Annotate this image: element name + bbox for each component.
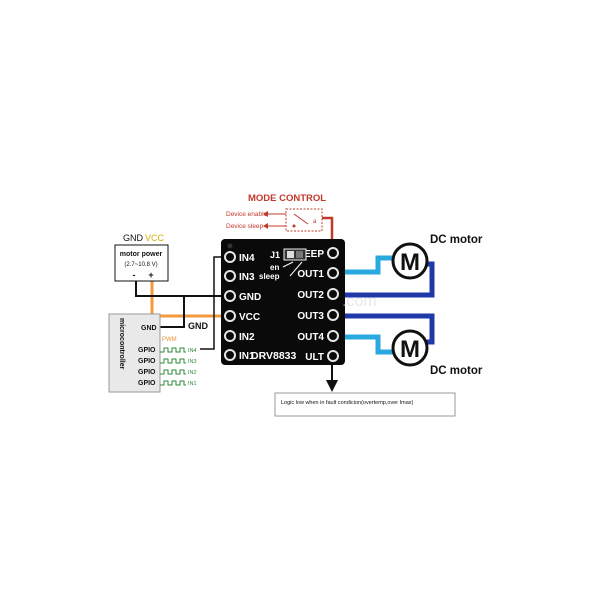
power-plus-terminal: + bbox=[148, 270, 153, 280]
power-gnd-label: GND bbox=[123, 233, 144, 243]
mcu-gpio-2: GPIO bbox=[138, 358, 156, 365]
jumper-en-label: en bbox=[270, 263, 279, 272]
pin-label-right-4: OUT3 bbox=[297, 311, 324, 322]
signal-in2: IN2 bbox=[188, 370, 197, 376]
out1-wire bbox=[342, 255, 396, 275]
mcu-gnd-wire bbox=[160, 296, 185, 328]
motor-1-label: DC motor bbox=[430, 234, 483, 246]
pwm-wave-in1 bbox=[160, 380, 186, 386]
mode-control-title: MODE CONTROL bbox=[248, 193, 326, 204]
left-pin-hole bbox=[224, 251, 236, 263]
jumper-sleep-label: sleep bbox=[259, 272, 280, 281]
mode-switch-box bbox=[285, 208, 323, 232]
pin-label-right-2: OUT1 bbox=[297, 269, 324, 280]
motor-1-symbol: M bbox=[400, 249, 420, 276]
motor-power-box bbox=[114, 244, 169, 282]
fault-note-text: Logic low when in fault condicion(overte… bbox=[281, 400, 414, 406]
right-pin-header bbox=[327, 247, 339, 362]
in4-wire bbox=[200, 256, 222, 350]
device-enable-label: Device enable bbox=[226, 211, 268, 218]
motor-2-label: DC motor bbox=[430, 365, 483, 377]
jumper-j1-pin-right bbox=[296, 251, 303, 258]
left-pin-hole bbox=[224, 270, 236, 282]
microcontroller-title: microcontroller bbox=[118, 318, 125, 370]
pin-label-right-6: ULT bbox=[305, 352, 324, 363]
right-pin-hole bbox=[327, 350, 339, 362]
jumper-sleep-arrow bbox=[289, 261, 303, 277]
vcc-power-wire bbox=[150, 280, 222, 318]
left-pin-hole bbox=[224, 290, 236, 302]
mode-switch-contact bbox=[292, 224, 296, 228]
jumper-en-arrow bbox=[282, 261, 294, 268]
pin-label-left-5: IN2 bbox=[239, 332, 255, 343]
motor-2 bbox=[391, 329, 429, 367]
left-pin-hole bbox=[224, 349, 236, 361]
motor-1 bbox=[391, 242, 429, 280]
gnd-power-wire bbox=[135, 280, 222, 297]
pin-label-right-5: OUT4 bbox=[297, 332, 324, 343]
mcu-gpio-3: GPIO bbox=[138, 369, 156, 376]
watermark-text: .com bbox=[342, 293, 377, 310]
right-pin-hole bbox=[327, 309, 339, 321]
board-name: DRV8833 bbox=[251, 350, 296, 362]
motor-power-title: motor power bbox=[120, 251, 163, 258]
left-pin-hole bbox=[224, 310, 236, 322]
left-pin-header bbox=[224, 251, 236, 361]
pwm-wave-in3 bbox=[160, 358, 186, 364]
gnd-wire-label: GND bbox=[188, 321, 209, 331]
device-sleep-label: Device sleep bbox=[226, 223, 264, 230]
enable-arrow-head bbox=[263, 211, 268, 217]
power-vcc-label: VCC bbox=[145, 233, 165, 243]
left-pin-hole bbox=[224, 330, 236, 342]
mode-switch-blade bbox=[293, 213, 309, 225]
mcu-pwm-label: PWM bbox=[162, 337, 177, 343]
pwm-wave-in4 bbox=[160, 347, 186, 353]
pin-label-left-3: GND bbox=[239, 292, 261, 303]
signal-in1: IN1 bbox=[188, 381, 197, 387]
signal-in4: IN4 bbox=[188, 348, 197, 354]
microcontroller-box bbox=[108, 313, 161, 393]
fault-arrowhead bbox=[326, 380, 338, 392]
fault-note-box bbox=[274, 392, 456, 417]
mcu-gpio-1: GPIO bbox=[138, 347, 156, 354]
pin-label-left-1: IN4 bbox=[239, 253, 255, 264]
right-pin-hole bbox=[327, 267, 339, 279]
motor-2-symbol: M bbox=[400, 336, 420, 363]
right-pin-hole bbox=[327, 288, 339, 300]
motor-power-range: (2.7~10.8 V) bbox=[124, 262, 157, 268]
jumper-j1-pin-left bbox=[287, 251, 294, 258]
signal-in3: IN3 bbox=[188, 359, 197, 365]
pwm-wave-in2 bbox=[160, 369, 186, 375]
pin-label-left-4: VCC bbox=[239, 312, 260, 323]
power-minus-terminal: - bbox=[133, 270, 136, 280]
pin-label-right-1: EEP bbox=[304, 249, 324, 260]
pin-label-left-6: IN1 bbox=[239, 351, 255, 362]
out2-wire bbox=[342, 261, 435, 298]
mcu-gnd-label: GND bbox=[141, 325, 157, 332]
right-pin-hole bbox=[327, 247, 339, 259]
pin-label-right-3: OUT2 bbox=[297, 290, 324, 301]
mode-control-wire bbox=[322, 216, 334, 244]
mount-hole-top-left bbox=[227, 243, 233, 249]
pwm-waveforms bbox=[160, 347, 186, 386]
sleep-arrow-head bbox=[263, 223, 268, 229]
pin-label-left-2: IN3 bbox=[239, 272, 255, 283]
out4-wire bbox=[342, 334, 396, 355]
right-pin-hole bbox=[327, 330, 339, 342]
mcu-gpio-4: GPIO bbox=[138, 380, 156, 387]
jumper-j1-block bbox=[283, 248, 307, 261]
jumper-label: J1 bbox=[270, 250, 280, 260]
out3-wire bbox=[342, 313, 435, 345]
drv8833-board bbox=[221, 239, 345, 365]
mode-switch-symbol: a bbox=[313, 219, 317, 225]
